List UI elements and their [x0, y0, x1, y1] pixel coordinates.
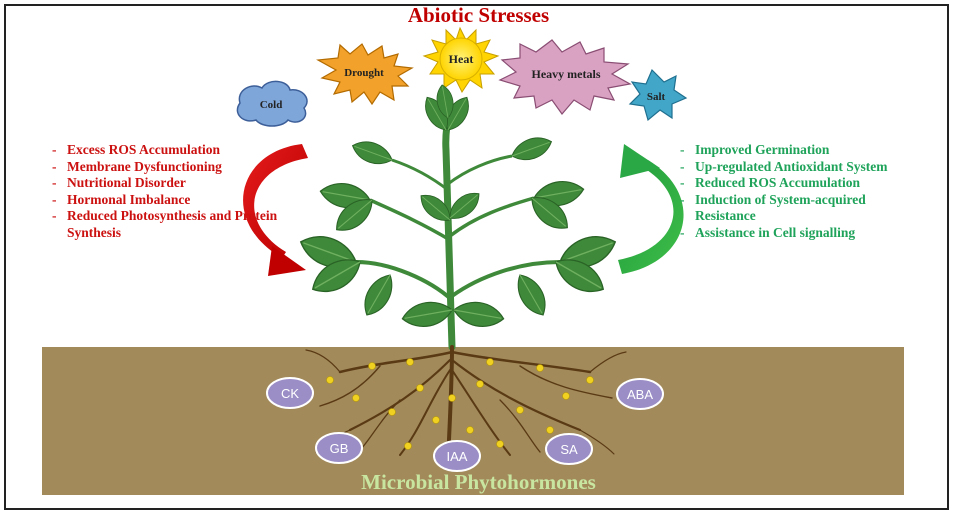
negative-effect-item: Membrane Dysfunctioning — [52, 159, 282, 176]
positive-effect-item: Improved Germination — [680, 142, 900, 159]
hormone-label: GB — [330, 441, 349, 456]
hormone-label: CK — [281, 386, 299, 401]
stress-salt: Salt — [628, 68, 688, 122]
stress-label: Salt — [647, 91, 666, 103]
negative-effect-item: Excess ROS Accumulation — [52, 142, 282, 159]
stress-drought: Drought — [316, 43, 414, 106]
positive-effect-arrow — [618, 144, 684, 274]
plant — [295, 83, 621, 351]
hormone-ck: CK — [266, 377, 314, 409]
negative-effect-item: Hormonal Imbalance — [52, 192, 282, 209]
stress-heat: Heat — [422, 26, 500, 93]
positive-effect-item: Assistance in Cell signalling — [680, 225, 900, 242]
negative-effect-item: Reduced Photosynthesis and Protein Synth… — [52, 208, 282, 241]
stress-label: Drought — [344, 67, 384, 79]
stress-cold: Cold — [236, 80, 308, 127]
positive-effect-item: Reduced ROS Accumulation — [680, 175, 900, 192]
positive-effect-item: Induction of System-acquired Resistance — [680, 192, 900, 225]
stress-label: Heavy metals — [532, 67, 601, 81]
figure-frame — [4, 4, 949, 510]
diagram-title: Abiotic Stresses — [407, 3, 550, 27]
soil-block — [42, 347, 904, 495]
positive-effects-list: Improved Germination Up-regulated Antiox… — [680, 142, 900, 241]
hormone-iaa: IAA — [433, 440, 481, 472]
stress-label: Heat — [449, 52, 474, 66]
hormone-label: ABA — [627, 387, 653, 402]
microbial-phytohormones-label: Microbial Phytohormones — [361, 470, 596, 494]
negative-effects-list: Excess ROS Accumulation Membrane Dysfunc… — [52, 142, 282, 241]
hormone-aba: ABA — [616, 378, 664, 410]
stress-heavy-metals: Heavy metals — [498, 39, 632, 115]
negative-effect-item: Nutritional Disorder — [52, 175, 282, 192]
stress-label: Cold — [260, 99, 283, 111]
hormone-gb: GB — [315, 432, 363, 464]
positive-effect-item: Up-regulated Antioxidant System — [680, 159, 900, 176]
hormone-sa: SA — [545, 433, 593, 465]
hormone-label: SA — [560, 442, 578, 457]
root-nodules — [326, 358, 594, 450]
hormone-label: IAA — [447, 449, 468, 464]
